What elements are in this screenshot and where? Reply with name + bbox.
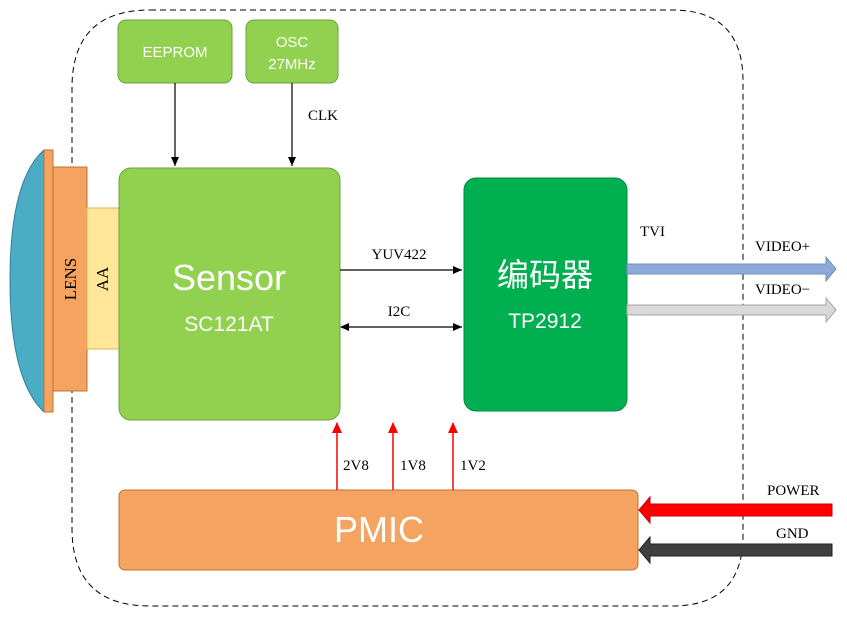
lens-assembly: LENS AA <box>9 148 120 414</box>
supply-1v2-label: 1V2 <box>460 458 486 474</box>
osc-frequency-label: 27MHz <box>268 56 316 73</box>
pmic-block: PMIC <box>118 489 639 571</box>
power-label: POWER <box>767 483 820 499</box>
video-plus-label: VIDEO+ <box>755 239 810 255</box>
encoder-model: TP2912 <box>508 310 582 333</box>
i2c-label: I2C <box>388 304 411 320</box>
video-minus-arrow <box>626 296 837 324</box>
encoder-block: 编码器 TP2912 <box>463 177 628 412</box>
eeprom-block: EEPROM <box>117 19 233 84</box>
supply-2v8-label: 2V8 <box>343 458 369 474</box>
video-minus-label: VIDEO− <box>755 282 810 298</box>
clk-label: CLK <box>308 108 338 124</box>
pmic-label: PMIC <box>334 509 424 550</box>
sensor-block: Sensor SC121AT <box>118 167 341 421</box>
lens-label: LENS <box>61 258 80 301</box>
gnd-input-arrow <box>638 535 833 565</box>
osc-label: OSC <box>276 34 309 51</box>
video-plus-arrow <box>626 255 837 283</box>
yuv422-label: YUV422 <box>372 247 427 263</box>
supply-1v8-label: 1V8 <box>400 458 426 474</box>
tvi-label: TVI <box>640 224 665 240</box>
lens-glass-icon <box>9 148 45 414</box>
aa-label: AA <box>93 266 112 291</box>
sensor-title: Sensor <box>172 257 286 298</box>
oscillator-block: OSC 27MHz <box>245 19 339 84</box>
power-input-arrow <box>638 495 833 525</box>
gnd-label: GND <box>776 526 809 542</box>
sensor-model: SC121AT <box>184 313 274 336</box>
eeprom-label: EEPROM <box>142 44 207 61</box>
encoder-title: 编码器 <box>497 257 593 293</box>
